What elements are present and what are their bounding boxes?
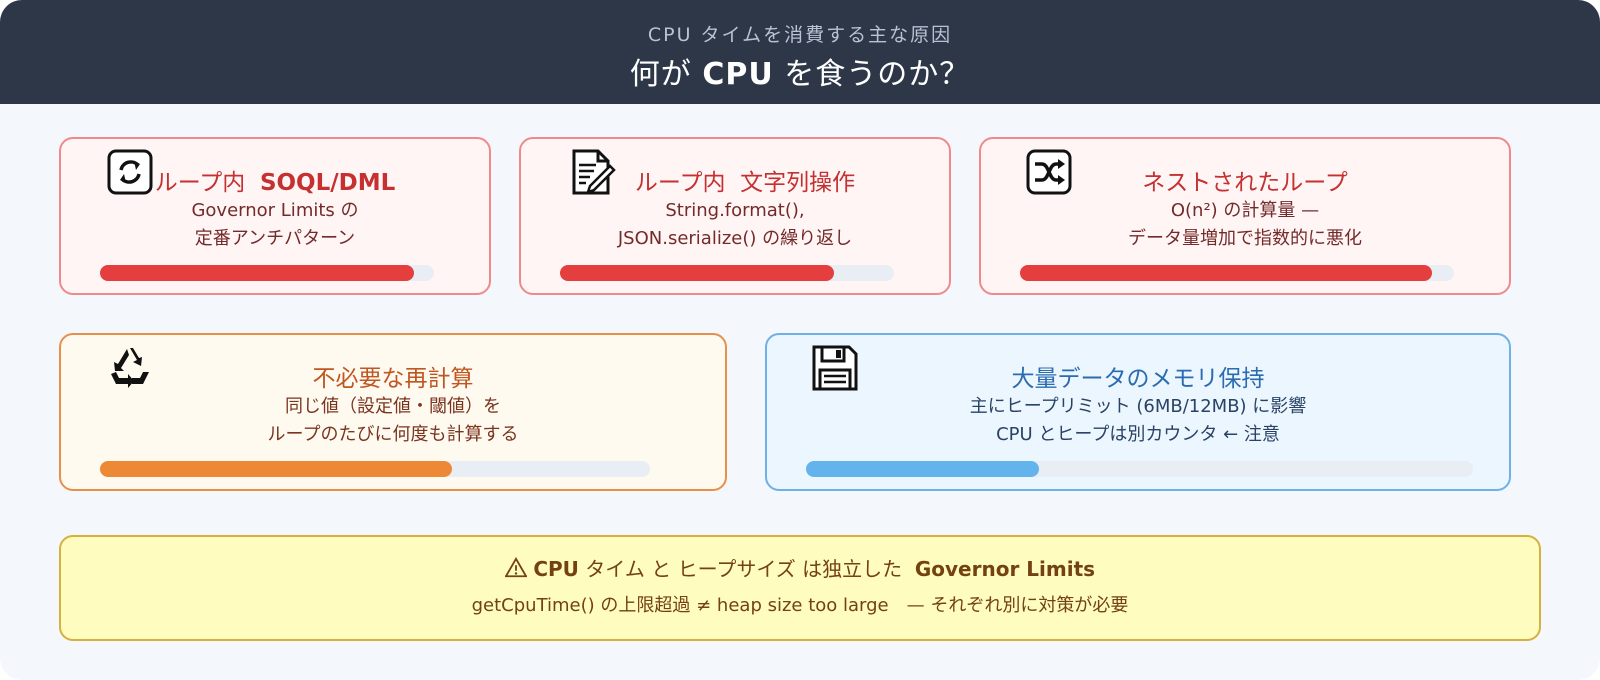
header-banner: CPU タイムを消費する主な原因 何が CPU を食うのか？ <box>0 0 1600 104</box>
desc-line-1: 同じ値（設定値・閾値）を <box>285 396 501 417</box>
document-edit-icon <box>568 148 616 196</box>
desc-line-1: O(n²) の計算量 — <box>1170 200 1320 221</box>
impact-bar-track <box>560 265 894 281</box>
desc-line-2: データ量増加で指数的に悪化 <box>1128 228 1362 249</box>
desc-line-2: ループのたびに何度も計算する <box>267 424 519 445</box>
impact-bar-track <box>1020 265 1454 281</box>
impact-bar-fill <box>100 265 414 281</box>
card-soql-dml-in-loop: ループ内 SOQL/DML Governor Limits の 定番アンチパター… <box>59 137 491 295</box>
card-string-ops-in-loop: ループ内 文字列操作 String.format(), JSON.seriali… <box>519 137 951 295</box>
impact-bar-track <box>100 265 434 281</box>
desc-line-1: 主にヒープリミット (6MB/12MB) に影響 <box>969 396 1307 417</box>
warning-t1: CPU <box>533 557 579 581</box>
desc-line-2: CPU とヒープは別カウンタ ← 注意 <box>996 424 1280 445</box>
warning-box: CPU タイム と ヒープサイズ は独立した Governor Limits g… <box>59 535 1541 641</box>
card-title-text: ループ内 <box>634 170 726 196</box>
warning-title: CPU タイム と ヒープサイズ は独立した Governor Limits <box>61 553 1539 582</box>
title-pre: 何が <box>629 57 692 92</box>
warning-t3: Governor Limits <box>914 557 1096 581</box>
card-description: String.format(), JSON.serialize() の繰り返し <box>521 197 949 253</box>
card-description: Governor Limits の 定番アンチパターン <box>61 197 489 253</box>
impact-bar-fill <box>806 461 1040 477</box>
card-title: ループ内 文字列操作 <box>521 163 949 197</box>
impact-bar-fill <box>100 461 452 477</box>
warning-t2: タイム と ヒープサイズ は独立した <box>585 557 903 581</box>
card-description: O(n²) の計算量 — データ量増加で指数的に悪化 <box>981 197 1509 253</box>
card-unnecessary-recalc: 不必要な再計算 同じ値（設定値・閾値）を ループのたびに何度も計算する <box>59 333 727 491</box>
card-title: 不必要な再計算 <box>312 366 474 392</box>
title-bold: CPU <box>702 57 774 92</box>
card-large-data-memory: 大量データのメモリ保持 主にヒープリミット (6MB/12MB) に影響 CPU… <box>765 333 1511 491</box>
title-post: を食うのか？ <box>784 57 971 92</box>
refresh-icon <box>106 148 154 196</box>
warning-icon <box>504 557 533 581</box>
card-title-text: ループ内 <box>154 170 246 196</box>
shuffle-icon <box>1025 148 1073 196</box>
impact-bar-track <box>806 461 1473 477</box>
header-subtitle: CPU タイムを消費する主な原因 <box>647 24 953 46</box>
impact-bar-fill <box>560 265 834 281</box>
desc-line-2: 定番アンチパターン <box>194 228 356 249</box>
card-title-bold: SOQL/DML <box>259 170 396 196</box>
card-description: 同じ値（設定値・閾値）を ループのたびに何度も計算する <box>61 393 725 449</box>
desc-line-2: JSON.serialize() の繰り返し <box>617 228 853 249</box>
card-title: ネストされたループ <box>1142 170 1348 196</box>
impact-bar-fill <box>1020 265 1433 281</box>
card-description: 主にヒープリミット (6MB/12MB) に影響 CPU とヒープは別カウンタ … <box>767 393 1509 449</box>
desc-line-1: String.format(), <box>665 200 805 221</box>
card-title: ループ内 SOQL/DML <box>61 163 489 197</box>
card-title: 大量データのメモリ保持 <box>1011 366 1265 392</box>
card-nested-loops: ネストされたループ O(n²) の計算量 — データ量増加で指数的に悪化 <box>979 137 1511 295</box>
impact-bar-track <box>100 461 650 477</box>
desc-line-1: Governor Limits の <box>191 200 359 221</box>
recycle-icon <box>106 344 154 392</box>
warning-subtext: getCpuTime() の上限超過 ≠ heap size too large… <box>471 595 1129 616</box>
floppy-disk-icon <box>811 344 859 392</box>
header-title: 何が CPU を食うのか？ <box>0 49 1600 93</box>
card-title-bold: 文字列操作 <box>740 170 856 196</box>
